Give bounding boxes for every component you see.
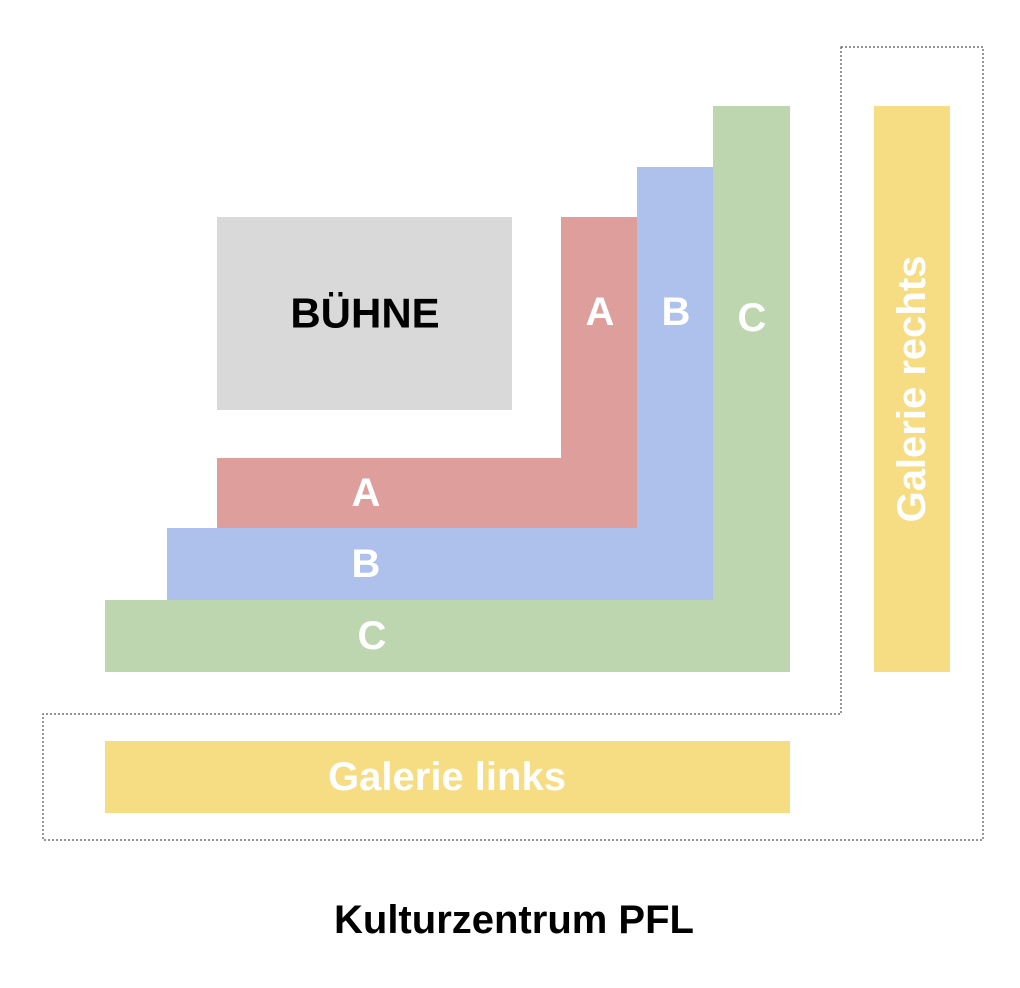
gallery-right-label: Galerie rechts [890, 256, 934, 523]
gallery-right[interactable]: Galerie rechts [874, 106, 950, 672]
section-a-label-front: A [352, 471, 381, 515]
section-b[interactable]: B B [167, 167, 713, 600]
gallery-outline [42, 46, 984, 841]
section-c[interactable]: C C [105, 106, 790, 672]
gallery-left-label: Galerie links [328, 755, 566, 799]
venue-title: Kulturzentrum PFL [334, 898, 694, 942]
section-b-label-front: B [352, 542, 381, 586]
section-a-label-right: A [586, 290, 615, 334]
section-c-label-front: C [358, 614, 387, 658]
section-c-label-right: C [738, 296, 767, 340]
stage-label: BÜHNE [290, 290, 439, 337]
section-a[interactable]: A A [217, 217, 637, 528]
section-b-label-right: B [662, 290, 691, 334]
stage[interactable]: BÜHNE [217, 217, 512, 410]
gallery-left[interactable]: Galerie links [105, 741, 790, 813]
